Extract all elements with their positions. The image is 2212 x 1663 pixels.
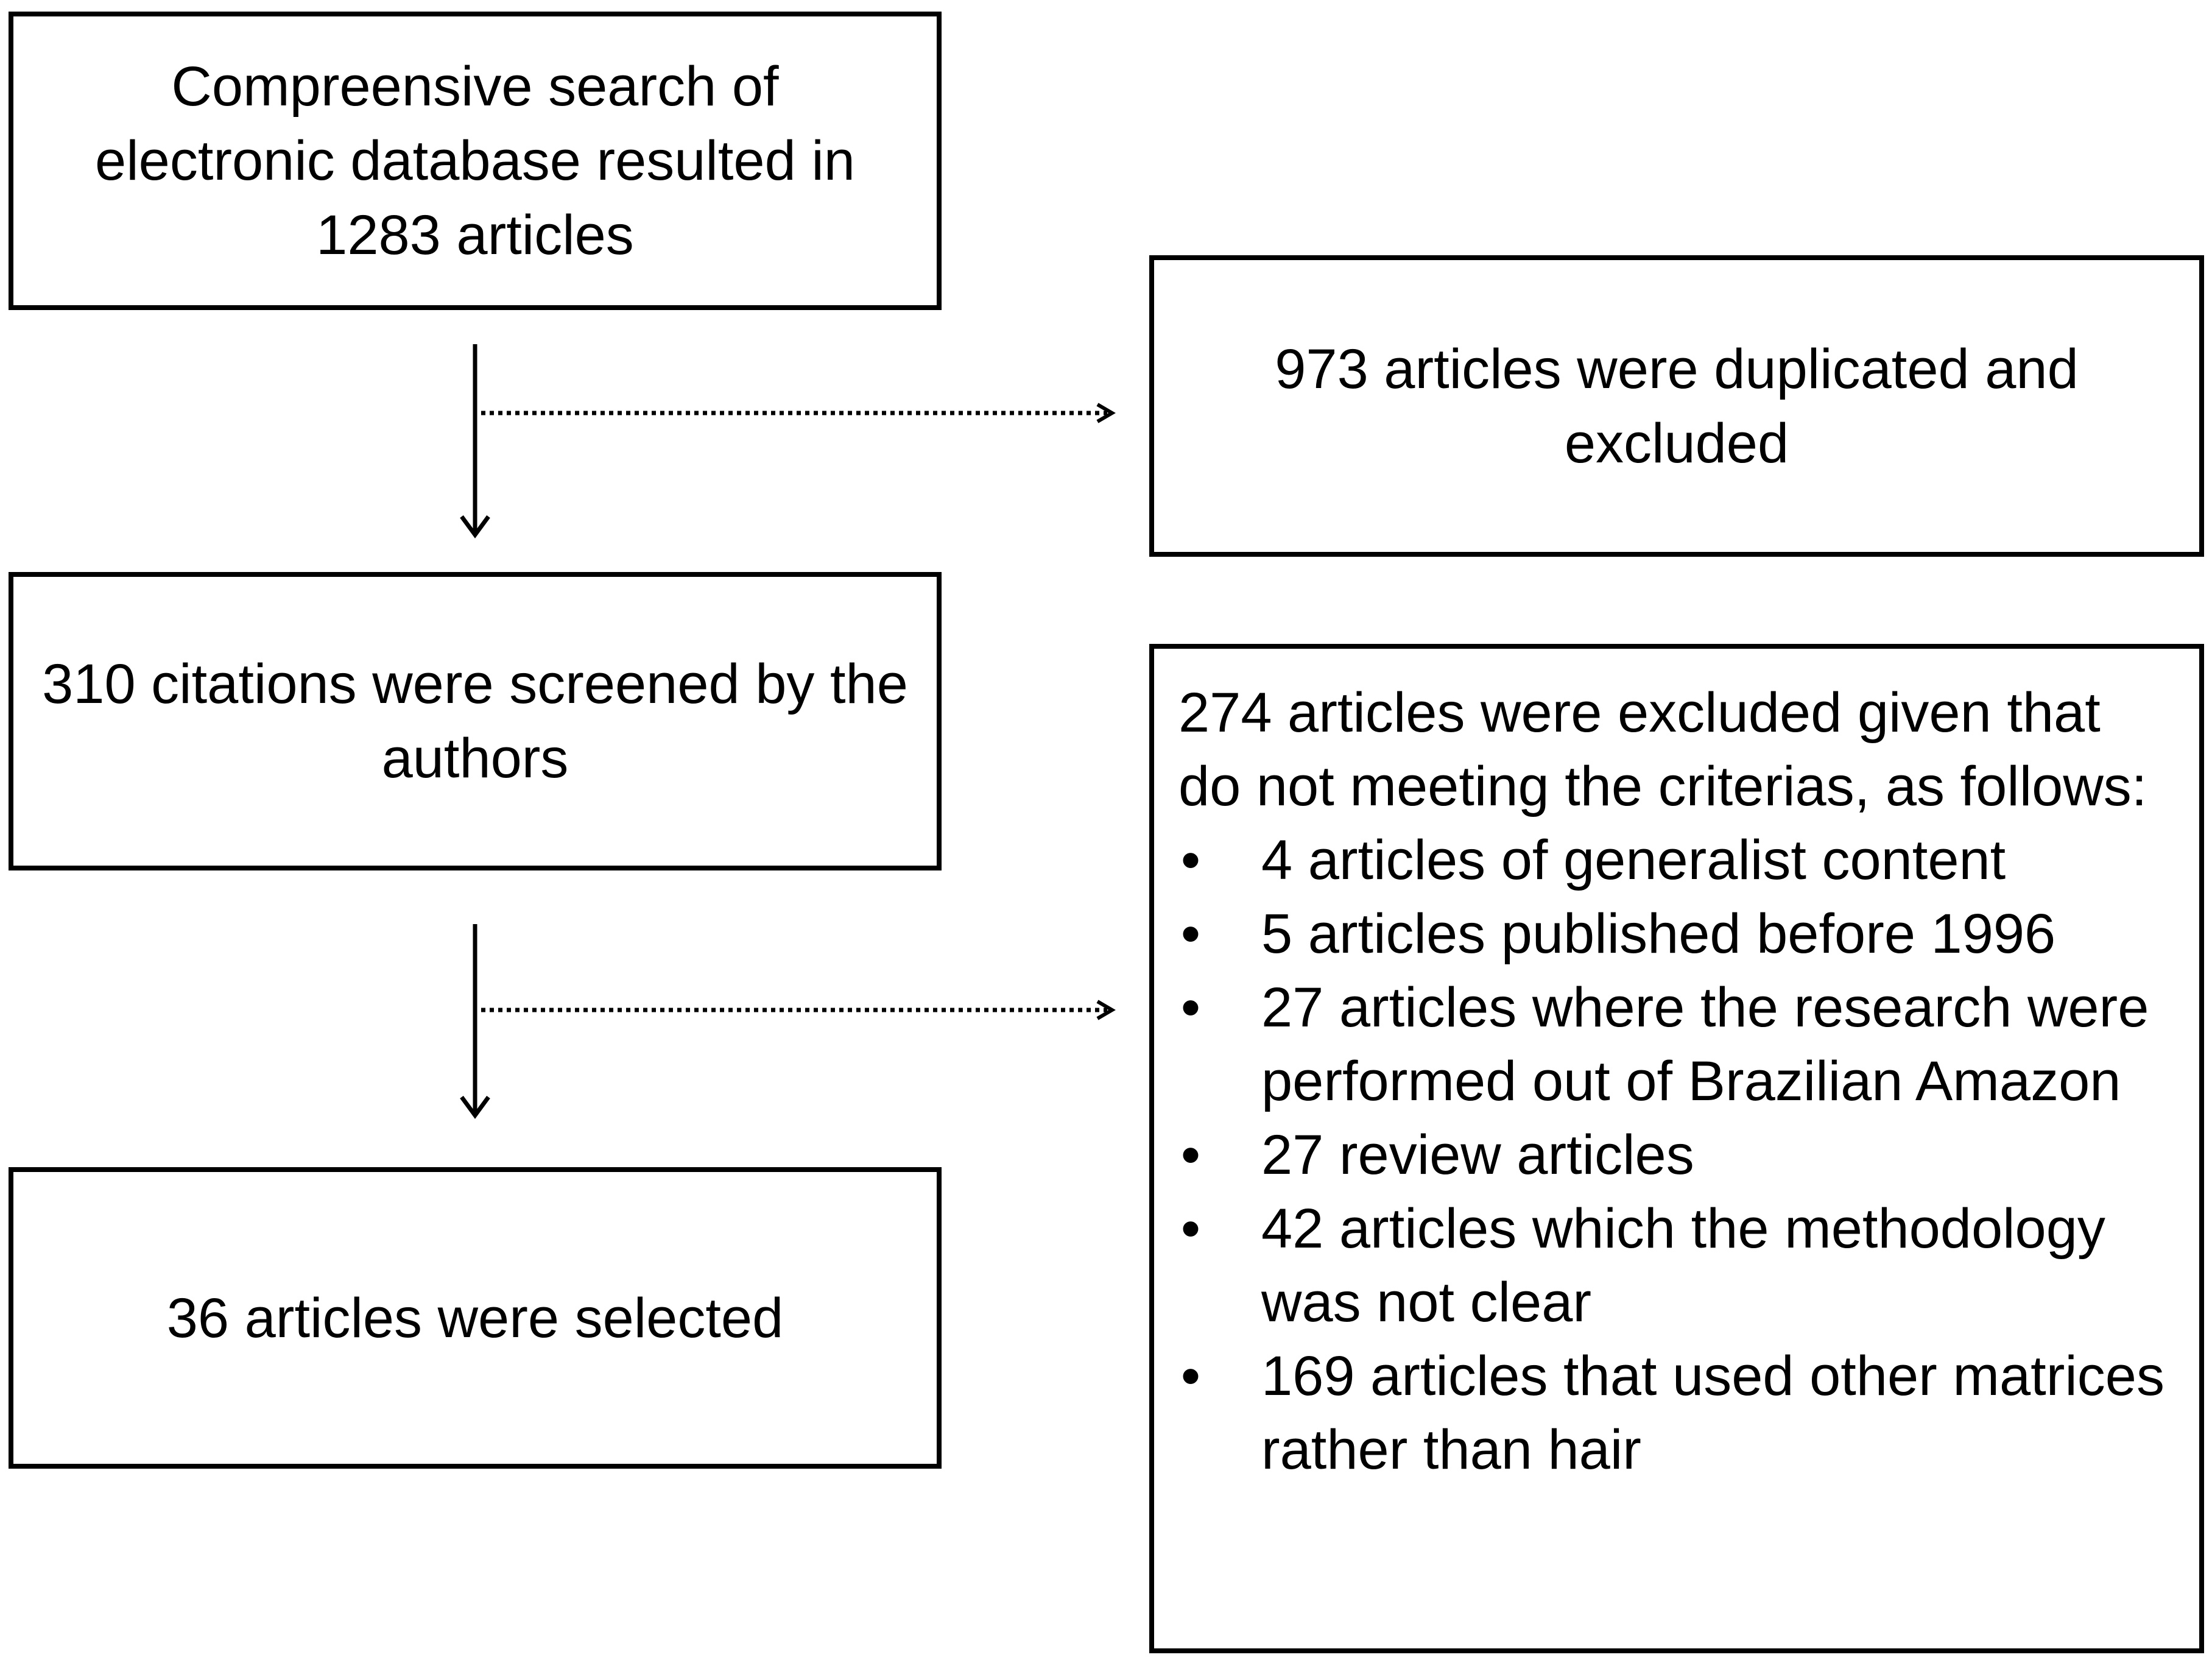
list-item: • 27 articles where the research were per…	[1178, 971, 2175, 1118]
bullet-icon: •	[1180, 1345, 1201, 1407]
list-item: • 169 articles that used other matrices r…	[1178, 1340, 2175, 1487]
bullet-icon: •	[1180, 829, 1201, 891]
arrow-search-to-screened-head	[460, 515, 490, 538]
articles-selected-box: 36 articles were selected	[9, 1167, 942, 1469]
search-results-text: Compreensive search of electronic databa…	[95, 55, 855, 266]
bullet-icon: •	[1180, 1198, 1201, 1260]
citations-screened-box: 310 citations were screened by the autho…	[9, 572, 942, 870]
list-item: • 4 articles of generalist content	[1178, 824, 2175, 897]
bullet-icon: •	[1180, 903, 1201, 965]
list-item-text: 27 review articles	[1261, 1124, 1694, 1186]
list-item-text: 42 articles which the methodology was no…	[1261, 1198, 2105, 1333]
exclusion-criteria-box: 274 articles were excluded given that do…	[1149, 644, 2204, 1653]
list-item-text: 4 articles of generalist content	[1261, 829, 2006, 891]
bullet-icon: •	[1180, 1124, 1201, 1186]
list-item-text: 27 articles where the research were perf…	[1261, 976, 2149, 1112]
list-item: • 27 review articles	[1178, 1118, 2175, 1192]
bullet-icon: •	[1180, 976, 1201, 1039]
list-item: • 42 articles which the methodology was n…	[1178, 1192, 2175, 1340]
list-item: • 5 articles published before 1996	[1178, 897, 2175, 971]
dotted-arrow-to-duplicates-head	[1096, 403, 1116, 423]
citations-screened-text: 310 citations were screened by the autho…	[42, 653, 908, 789]
list-item-text: 5 articles published before 1996	[1261, 903, 2056, 965]
exclusion-criteria-list: • 4 articles of generalist content • 5 art…	[1178, 824, 2175, 1487]
exclusion-criteria-intro: 274 articles were excluded given that do…	[1178, 682, 2147, 817]
duplicates-excluded-box: 973 articles were duplicated and exclude…	[1149, 255, 2204, 557]
duplicates-excluded-text: 973 articles were duplicated and exclude…	[1275, 337, 2079, 475]
search-results-box: Compreensive search of electronic databa…	[9, 12, 942, 310]
dotted-arrow-to-excluded-head	[1096, 1000, 1116, 1020]
arrow-screened-to-selected-head	[460, 1095, 490, 1119]
articles-selected-text: 36 articles were selected	[166, 1287, 784, 1349]
list-item-text: 169 articles that used other matrices ra…	[1261, 1345, 2164, 1481]
